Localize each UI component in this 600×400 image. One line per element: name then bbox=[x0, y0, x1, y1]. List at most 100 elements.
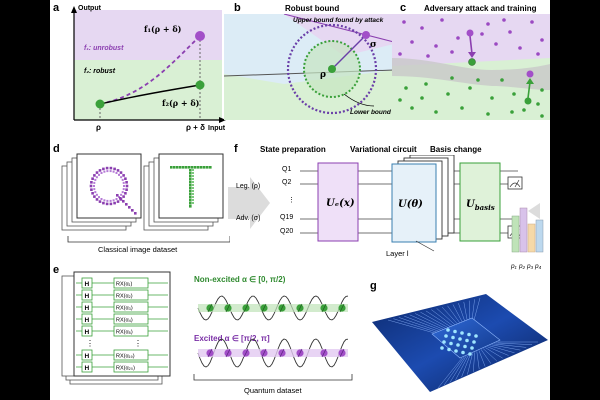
hadamard-gate bbox=[81, 289, 93, 301]
q-pixel bbox=[93, 174, 96, 177]
t-pixel bbox=[203, 166, 206, 169]
green-sample-10 bbox=[486, 112, 490, 116]
chip-lead bbox=[431, 309, 456, 328]
t-pixel bbox=[192, 178, 194, 180]
chip-lead bbox=[473, 297, 481, 321]
qubit-site bbox=[467, 332, 471, 337]
rho-point-marker bbox=[95, 99, 105, 109]
f1-point-marker bbox=[195, 31, 205, 41]
q-tail-pixel bbox=[125, 203, 128, 206]
qubit-site bbox=[440, 346, 444, 350]
chip-lead bbox=[449, 355, 467, 383]
q-pixel bbox=[120, 193, 123, 196]
t-pixel bbox=[189, 178, 192, 181]
green-sample-8 bbox=[434, 110, 438, 114]
t-pixel bbox=[188, 166, 191, 169]
q-image-stack bbox=[61, 153, 142, 231]
tick-rho-delta: ρ + δ bbox=[186, 123, 205, 132]
rx-gate-label: RX(α₂) bbox=[116, 294, 133, 300]
green-sample-2 bbox=[446, 92, 450, 96]
layer-label: Layer l bbox=[386, 249, 409, 258]
panel-a-plot bbox=[71, 6, 226, 123]
q-pixel bbox=[113, 167, 116, 171]
q-pixel bbox=[121, 178, 124, 181]
spin-arrow-icon bbox=[297, 348, 303, 358]
legitimate-label: Leg. (ρ) bbox=[236, 183, 261, 190]
quantum-dataset-bracket bbox=[193, 374, 353, 381]
spin-arrow-icon bbox=[279, 303, 285, 313]
chip-lead bbox=[415, 313, 449, 331]
qubit-site bbox=[449, 341, 453, 346]
hadamard-gate-label: H bbox=[85, 293, 90, 300]
gate-ellipsis: ⋮ bbox=[134, 339, 142, 348]
green-sample-18 bbox=[420, 96, 424, 100]
t-pixel bbox=[192, 190, 194, 192]
t-pixel bbox=[185, 166, 188, 169]
q-letter-image bbox=[89, 166, 137, 215]
t-pixel bbox=[189, 202, 192, 205]
q-pixel bbox=[98, 196, 100, 199]
hadamard-gate bbox=[81, 325, 93, 337]
purple-sample-6 bbox=[410, 40, 414, 44]
stage-state-preparation: State preparation bbox=[260, 145, 326, 154]
green-sample-11 bbox=[510, 110, 514, 114]
chip-lead bbox=[387, 319, 439, 335]
q-pixel bbox=[90, 181, 93, 184]
purple-sample-8 bbox=[456, 36, 460, 40]
decision-boundary-upper bbox=[283, 14, 394, 43]
q-pixel bbox=[122, 174, 125, 177]
circuit-diagram bbox=[228, 155, 540, 252]
q-pixel bbox=[112, 199, 115, 202]
q-tail-pixel bbox=[131, 209, 134, 212]
t-pixel bbox=[194, 166, 197, 169]
qubit-label-q19: Q19 bbox=[280, 214, 294, 221]
spin-arrow-icon bbox=[243, 348, 249, 358]
purple-sample-15 bbox=[480, 32, 484, 36]
panel-d-letter: d bbox=[53, 143, 60, 155]
f2-description: f₂: robust bbox=[84, 68, 116, 75]
panel-b-title: Robust bound bbox=[285, 4, 340, 13]
image-stacks bbox=[61, 153, 230, 243]
q-tail-pixel bbox=[119, 197, 122, 200]
q-pixel bbox=[103, 170, 106, 173]
purple-sample-10 bbox=[518, 46, 522, 50]
q-pixel bbox=[115, 198, 118, 200]
quantum-dataset-caption: Quantum dataset bbox=[244, 386, 302, 395]
t-pixel bbox=[189, 193, 192, 196]
purple-sample-4 bbox=[508, 30, 512, 34]
chip-lead bbox=[441, 306, 460, 326]
prob-label-p1: p₁ bbox=[511, 263, 517, 270]
t-image-stack bbox=[143, 153, 224, 231]
q-tail-pixel bbox=[116, 194, 119, 197]
spin-chains bbox=[193, 295, 353, 381]
hadamard-gate-label: H bbox=[85, 329, 90, 336]
qubit-site bbox=[460, 331, 464, 335]
green-sample-14 bbox=[450, 76, 454, 80]
q-pixel bbox=[95, 193, 98, 196]
q-pixel bbox=[95, 198, 99, 201]
green-sample-13 bbox=[398, 98, 402, 102]
x-axis-arrow-icon bbox=[219, 117, 226, 123]
panel-c-letter: c bbox=[400, 2, 407, 14]
rho-center-marker bbox=[328, 65, 336, 73]
q-pixel bbox=[112, 170, 115, 173]
f2-point-marker bbox=[195, 80, 205, 90]
t-pixel bbox=[192, 184, 194, 186]
green-sample-7 bbox=[410, 106, 414, 110]
q-pixel bbox=[109, 166, 113, 170]
rx-gate bbox=[113, 289, 149, 301]
spin-arrow-icon bbox=[321, 348, 327, 358]
excited-spins bbox=[206, 348, 346, 358]
q-pixel bbox=[109, 170, 112, 173]
hadamard-gate-label: H bbox=[85, 281, 90, 288]
q-pixel bbox=[109, 199, 112, 202]
purple-sample-16 bbox=[536, 52, 540, 56]
q-pixel bbox=[95, 176, 98, 179]
panel-b-letter: b bbox=[234, 2, 241, 14]
hadamard-gate-label: H bbox=[85, 317, 90, 324]
q-pixel bbox=[90, 188, 93, 191]
q-pixel bbox=[125, 188, 128, 191]
output-arrow bbox=[528, 203, 540, 219]
qubit-site bbox=[472, 340, 476, 344]
q-pixel bbox=[94, 191, 97, 194]
